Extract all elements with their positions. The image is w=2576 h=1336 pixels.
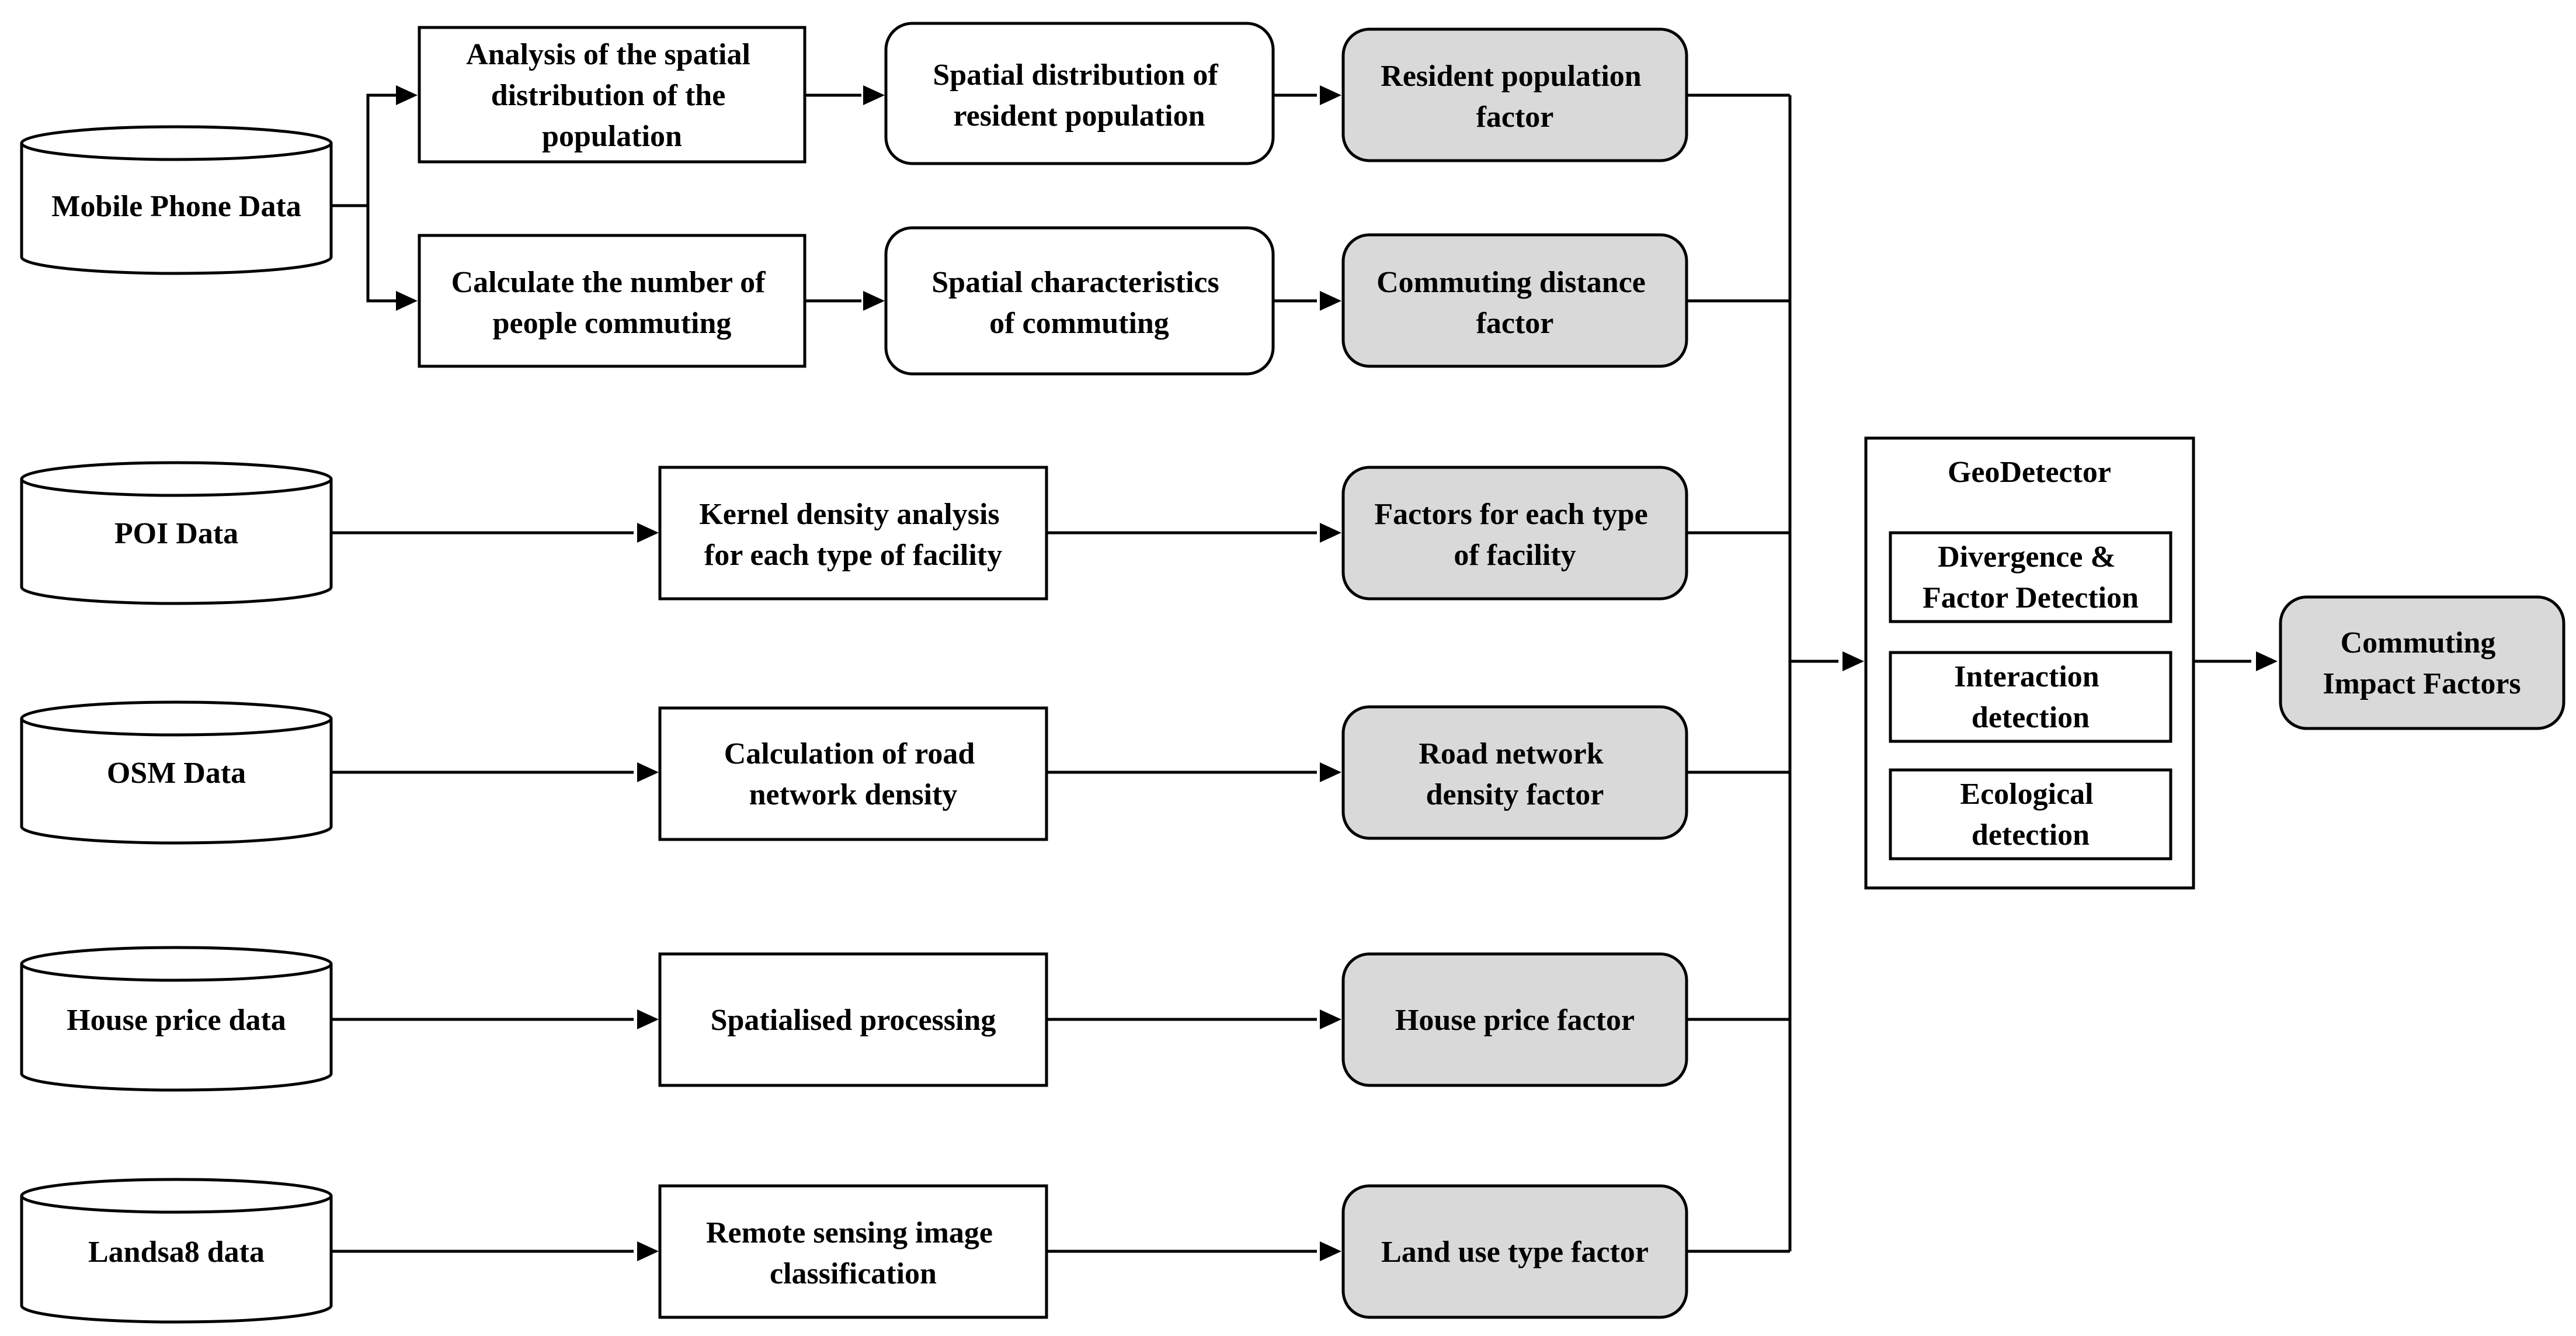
- factor-road-network-density: Road network density factor: [1341, 705, 1688, 840]
- arrowhead-to-road: [1320, 762, 1341, 782]
- arrowhead-to-geodetector: [1843, 651, 1864, 671]
- factor-label: House price factor: [1395, 1004, 1635, 1037]
- geodetector-divergence-factor-detection: Divergence & Factor Detection: [1889, 531, 2172, 623]
- factor-label: Land use type factor: [1381, 1236, 1649, 1269]
- geodetector-interaction-detection: Interaction detection: [1889, 651, 2172, 743]
- arrowhead-to-spatialised: [637, 1009, 659, 1029]
- data-sources: Mobile Phone Data POI Data OSM Data Hous…: [20, 125, 333, 1324]
- factors: Resident population factor Commuting dis…: [1341, 27, 1688, 1319]
- factor-commuting-distance: Commuting distance factor: [1341, 233, 1688, 368]
- output-commuting-impact-factors: Commuting Impact Factors: [2279, 595, 2565, 730]
- arrowhead-to-distance: [1320, 291, 1341, 311]
- arrowhead-to-analysis: [396, 85, 418, 105]
- factor-label: Commuting distance factor: [1376, 266, 1653, 340]
- process-kernel-density: Kernel density analysis for each type of…: [658, 466, 1048, 601]
- source-house-price-data: House price data: [20, 946, 333, 1092]
- arrowhead-to-characteristics: [863, 291, 885, 311]
- intermediate-results: Spatial distribution of resident populat…: [884, 22, 1275, 376]
- source-label: OSM Data: [107, 757, 246, 790]
- factor-resident-population: Resident population factor: [1341, 27, 1688, 162]
- factor-label: Factors for each type of facility: [1374, 498, 1655, 572]
- factor-house-price: House price factor: [1341, 952, 1688, 1087]
- intermediate-label: Spatial characteristics of commuting: [931, 266, 1226, 340]
- process-label: Spatialised processing: [711, 1004, 996, 1037]
- factor-label: Resident population factor: [1381, 60, 1649, 134]
- process-road-density: Calculation of road network density: [658, 706, 1048, 841]
- process-commute-count: Calculate the number of people commuting: [418, 234, 806, 368]
- arrowhead-to-output: [2256, 651, 2278, 671]
- connectors: [330, 85, 2278, 1261]
- source-label: Landsa8 data: [88, 1236, 265, 1269]
- process-label: Remote sensing image classification: [706, 1216, 1000, 1290]
- intermediate-commuting-characteristics: Spatial characteristics of commuting: [884, 226, 1275, 376]
- geodetector-step-label: Ecological detection: [1960, 778, 2101, 852]
- source-mobile-phone-data: Mobile Phone Data: [20, 125, 333, 275]
- process-remote-sensing: Remote sensing image classification: [658, 1184, 1048, 1319]
- process-label: Calculate the number of people commuting: [451, 266, 773, 340]
- output-label: Commuting Impact Factors: [2323, 626, 2521, 700]
- intermediate-resident-distribution: Spatial distribution of resident populat…: [884, 22, 1275, 165]
- arrowhead-to-kernel: [637, 523, 659, 543]
- source-label: POI Data: [114, 517, 238, 550]
- arrowhead-to-resident: [1320, 85, 1341, 105]
- intermediate-label: Spatial distribution of resident populat…: [933, 58, 1225, 133]
- source-label: House price data: [67, 1004, 286, 1037]
- process-spatial-analysis: Analysis of the spatial distribution of …: [418, 26, 806, 164]
- process-label: Calculation of road network density: [724, 737, 983, 811]
- arrowhead-to-distribution: [863, 85, 885, 105]
- arrowhead-to-facility: [1320, 523, 1341, 543]
- source-landsat-data: Landsa8 data: [20, 1178, 333, 1324]
- geodetector-step-label: Interaction detection: [1954, 660, 2106, 734]
- geodetector-panel: GeoDetector Divergence & Factor Detectio…: [1864, 436, 2195, 890]
- connector-mobile-trunk: [330, 93, 397, 207]
- factor-label: Road network density factor: [1419, 737, 1611, 811]
- factor-land-use-type: Land use type factor: [1341, 1184, 1688, 1319]
- arrowhead-to-road-calc: [637, 762, 659, 782]
- process-label: Kernel density analysis for each type of…: [699, 498, 1007, 572]
- arrowhead-to-house: [1320, 1009, 1341, 1029]
- source-poi-data: POI Data: [20, 461, 333, 605]
- source-label: Mobile Phone Data: [51, 190, 301, 223]
- geodetector-step-label: Divergence & Factor Detection: [1923, 540, 2139, 615]
- process-label: Analysis of the spatial distribution of …: [466, 38, 758, 153]
- arrowhead-to-remote: [637, 1241, 659, 1261]
- processing-steps: Analysis of the spatial distribution of …: [418, 26, 1048, 1319]
- process-spatialised: Spatialised processing: [658, 952, 1048, 1087]
- geodetector-ecological-detection: Ecological detection: [1889, 768, 2172, 860]
- source-osm-data: OSM Data: [20, 700, 333, 845]
- arrowhead-to-count: [396, 291, 418, 311]
- arrowheads: [396, 85, 2278, 1261]
- geodetector-title: GeoDetector: [1948, 456, 2111, 489]
- factor-facility-type: Factors for each type of facility: [1341, 466, 1688, 601]
- arrowhead-to-landuse: [1320, 1241, 1341, 1261]
- connector-mobile-branch: [366, 206, 397, 303]
